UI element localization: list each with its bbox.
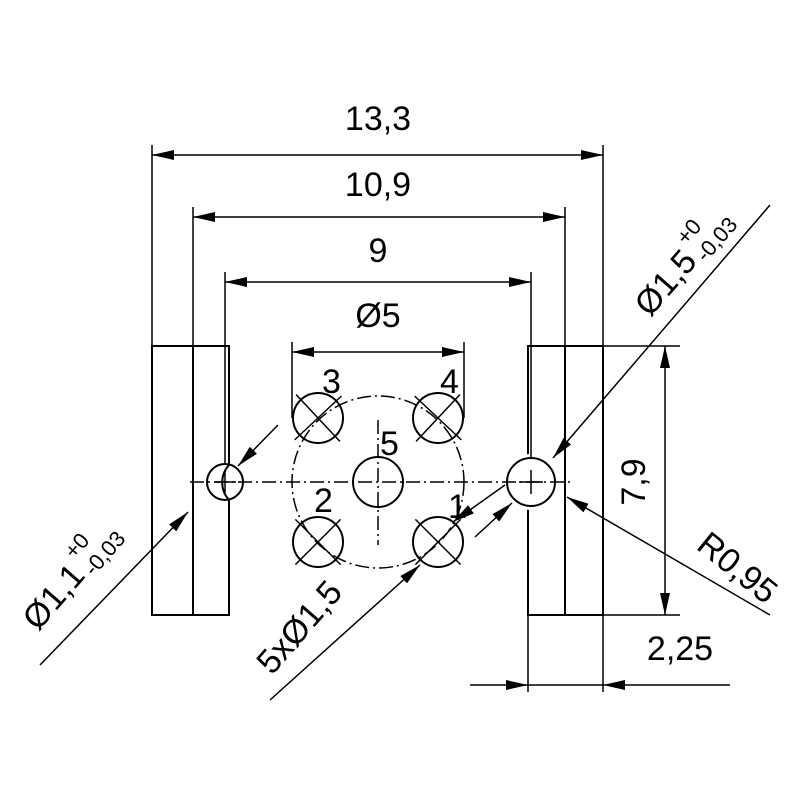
dim-slot-width: 2,25 bbox=[647, 630, 713, 668]
pin-5 bbox=[352, 456, 404, 508]
pin-3 bbox=[292, 392, 344, 444]
pin-2 bbox=[292, 516, 344, 568]
pins bbox=[292, 392, 464, 568]
dim-left-hole: Ø1,1 +0 -0,03 bbox=[15, 526, 130, 638]
pin-axis bbox=[294, 395, 342, 441]
pin-axis bbox=[414, 395, 462, 441]
dim-pitch-diameter: Ø5 bbox=[355, 297, 400, 335]
right-contact-block bbox=[503, 345, 604, 616]
pin-label-3: 3 bbox=[322, 363, 341, 401]
left-contact-block bbox=[151, 345, 244, 616]
svg-text:Ø1,1: Ø1,1 bbox=[15, 557, 92, 638]
dim-overall-width: 13,3 bbox=[345, 100, 411, 138]
extension-lines bbox=[151, 145, 680, 692]
pin-label-5: 5 bbox=[380, 425, 399, 463]
svg-text:Ø1,5: Ø1,5 bbox=[627, 243, 704, 324]
dim-hole-spacing: 9 bbox=[369, 232, 388, 270]
pitch-circle bbox=[291, 395, 465, 569]
pin-axis bbox=[294, 518, 342, 566]
dim-height: 7,9 bbox=[615, 458, 653, 505]
dim-pins: 5xØ1,5 bbox=[249, 574, 350, 682]
dim-radius: R0,95 bbox=[690, 525, 784, 612]
dim-right-hole: Ø1,5 +0 -0,03 bbox=[627, 212, 742, 324]
pin-1 bbox=[412, 516, 464, 568]
pin-label-1: 1 bbox=[448, 488, 467, 526]
pin-label-4: 4 bbox=[440, 363, 459, 401]
pin-label-2: 2 bbox=[314, 482, 333, 520]
pin-axis bbox=[414, 518, 462, 566]
pin-4 bbox=[412, 392, 464, 444]
dim-inner-width: 10,9 bbox=[345, 166, 411, 204]
